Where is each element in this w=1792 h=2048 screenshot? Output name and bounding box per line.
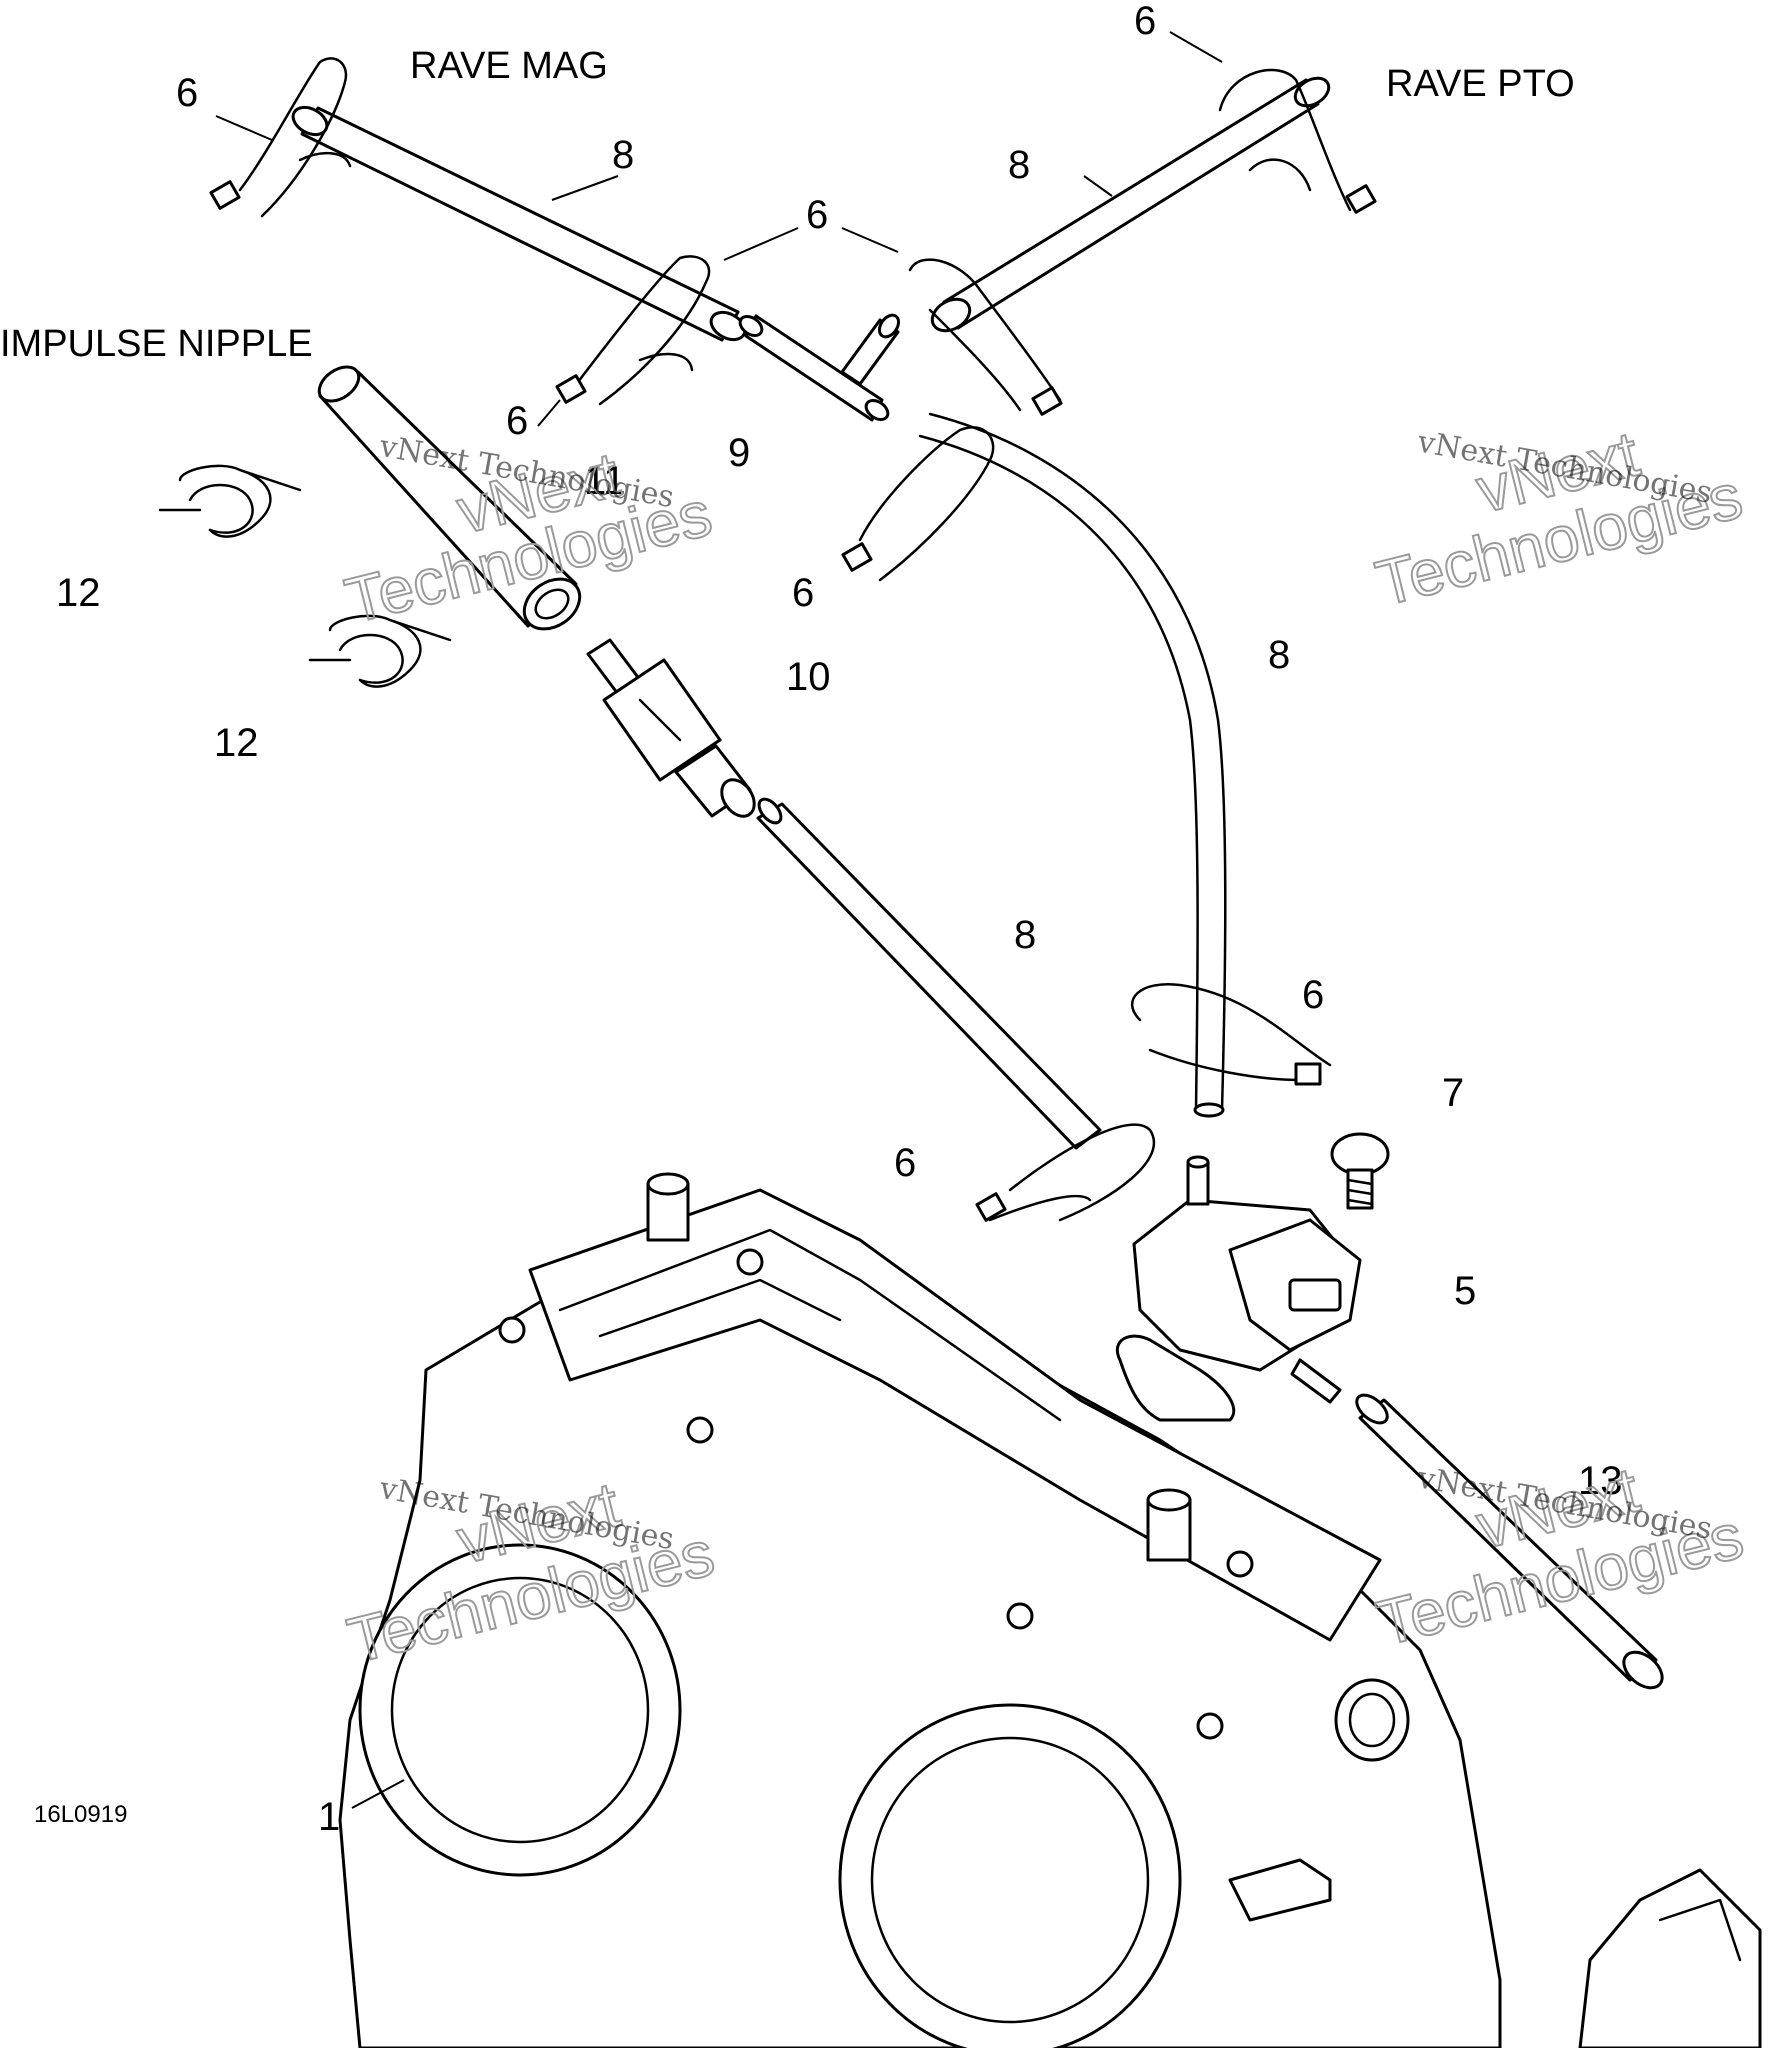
callout-6-curved: 6 bbox=[792, 571, 814, 615]
callout-6-lower-right: 6 bbox=[1302, 973, 1324, 1017]
callout-6-mag-outer: 6 bbox=[176, 71, 198, 115]
rave-mag-label: RAVE MAG bbox=[410, 45, 608, 87]
callout-12-upper: 12 bbox=[56, 571, 101, 615]
callout-11: 11 bbox=[584, 459, 626, 503]
diagram-reference: 16L0919 bbox=[34, 1801, 127, 1828]
callout-8-pto: 8 bbox=[1008, 143, 1030, 187]
callout-12-lower: 12 bbox=[214, 721, 259, 765]
tie-rap-diagonal bbox=[975, 1123, 1156, 1222]
rave-pto-hose bbox=[930, 76, 1331, 333]
callout-7: 7 bbox=[1442, 1071, 1464, 1115]
callout-5: 5 bbox=[1454, 1269, 1476, 1313]
screw bbox=[1330, 1132, 1390, 1210]
callout-9: 9 bbox=[728, 431, 750, 475]
callout-1: 1 bbox=[318, 1795, 340, 1839]
impulse-hose bbox=[317, 365, 582, 631]
callout-10: 10 bbox=[786, 655, 831, 699]
clamp-lower bbox=[308, 614, 452, 688]
callout-6-mag-inner: 6 bbox=[506, 399, 528, 443]
lower-diagonal-hose bbox=[756, 797, 1102, 1150]
callout-6-lower-left: 6 bbox=[894, 1141, 916, 1185]
impulse-nipple-label: IMPULSE NIPPLE bbox=[0, 323, 313, 365]
check-valve bbox=[586, 638, 756, 818]
callout-8-curved: 8 bbox=[1268, 633, 1290, 677]
watermark-upper-right: vNext Technologies vNext Technologies bbox=[1368, 416, 1750, 621]
tee-fitting bbox=[738, 313, 901, 422]
tie-rap-pto-outer bbox=[1218, 68, 1377, 214]
callout-8-mag: 8 bbox=[612, 133, 634, 177]
clamp-upper bbox=[158, 464, 302, 538]
leader-lines bbox=[215, 31, 1223, 1809]
tie-rap-mag-outer bbox=[209, 57, 352, 218]
throttle-body bbox=[338, 1172, 1762, 2048]
callout-13: 13 bbox=[1578, 1459, 1623, 1503]
rave-solenoid bbox=[1115, 1155, 1362, 1422]
watermark-lower-right: vNext Technologies vNext Technologies bbox=[1369, 1452, 1751, 1660]
curved-hose bbox=[918, 412, 1227, 1118]
callout-6-center: 6 bbox=[806, 193, 828, 237]
tie-rap-pto-inner bbox=[908, 258, 1063, 416]
tie-rap-curved-lower bbox=[1131, 982, 1332, 1086]
rave-mag-hose bbox=[291, 105, 747, 342]
tie-rap-mag-inner bbox=[555, 255, 711, 406]
tie-rap-curved-upper bbox=[841, 426, 995, 582]
callout-8-lower: 8 bbox=[1014, 913, 1036, 957]
hose-13 bbox=[1355, 1393, 1664, 1690]
callout-6-pto-outer: 6 bbox=[1134, 0, 1156, 43]
rave-pto-label: RAVE PTO bbox=[1386, 63, 1575, 105]
